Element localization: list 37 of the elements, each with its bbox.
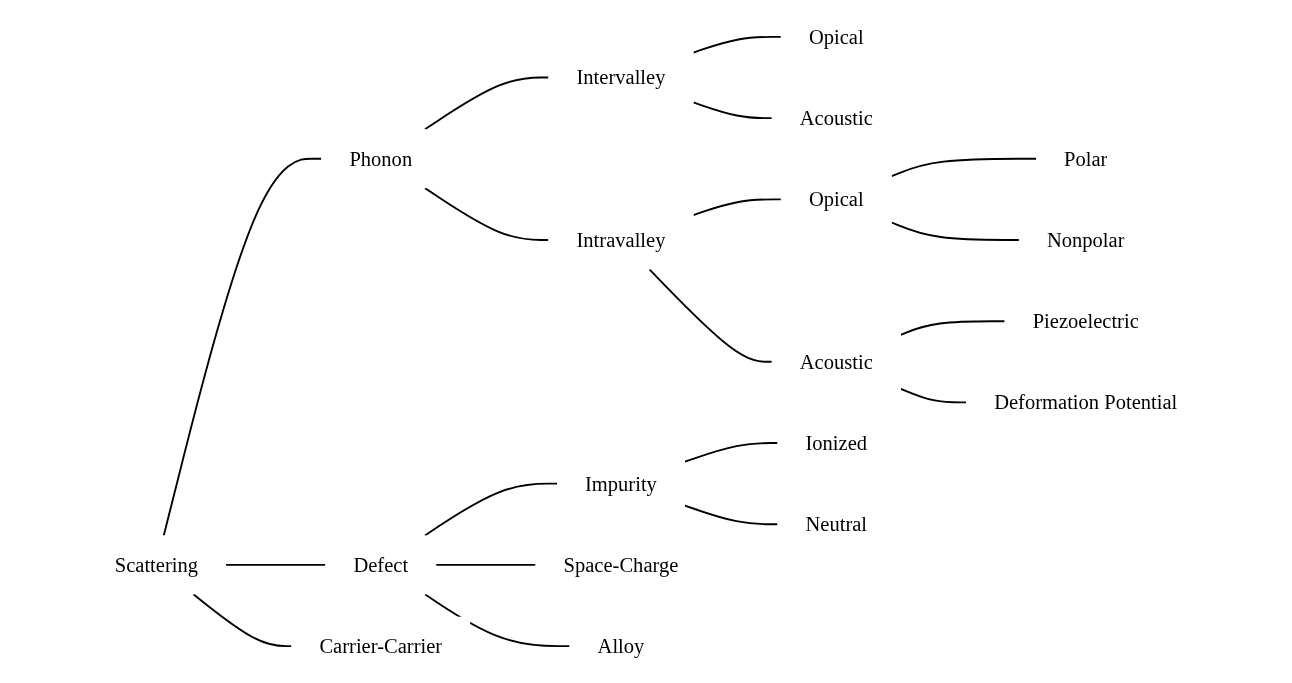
connector xyxy=(684,504,779,526)
connector xyxy=(424,482,558,537)
node-text: Opical xyxy=(808,25,864,49)
connector xyxy=(684,442,779,463)
node-text: Alloy xyxy=(597,634,645,658)
node-text: Scattering xyxy=(114,553,199,577)
node-text: Defect xyxy=(353,553,409,577)
node-text: Opical xyxy=(808,187,864,212)
node-text: Space-Charge xyxy=(563,553,679,577)
connector xyxy=(162,157,323,537)
connector xyxy=(424,187,550,241)
connector xyxy=(890,157,1037,178)
connector xyxy=(692,35,782,54)
connector xyxy=(424,76,550,131)
connector xyxy=(424,593,571,648)
node-text: Ionized xyxy=(805,431,868,455)
connector xyxy=(899,320,1006,336)
connector xyxy=(890,221,1020,241)
node-text: Impurity xyxy=(585,471,657,496)
node-text: Nonpolar xyxy=(1046,228,1125,252)
node-text: Acoustic xyxy=(799,350,873,374)
node-text: Piezoelectric xyxy=(1032,309,1139,333)
connector xyxy=(692,198,782,216)
node-text: Neutral xyxy=(805,512,868,536)
connector xyxy=(192,593,293,648)
node-text: Carrier-Carrier xyxy=(319,634,443,658)
connector xyxy=(435,563,537,566)
connector xyxy=(225,563,327,566)
connector xyxy=(692,101,773,120)
node-text: Deformation Potential xyxy=(994,390,1178,415)
node-text: Acoustic xyxy=(799,106,873,130)
node-text: Polar xyxy=(1064,147,1108,171)
connector xyxy=(899,387,968,404)
connector xyxy=(648,268,773,363)
node-text: Intervalley xyxy=(576,65,666,90)
node-text: Phonon xyxy=(349,147,413,171)
node-text: Intravalley xyxy=(576,228,666,252)
